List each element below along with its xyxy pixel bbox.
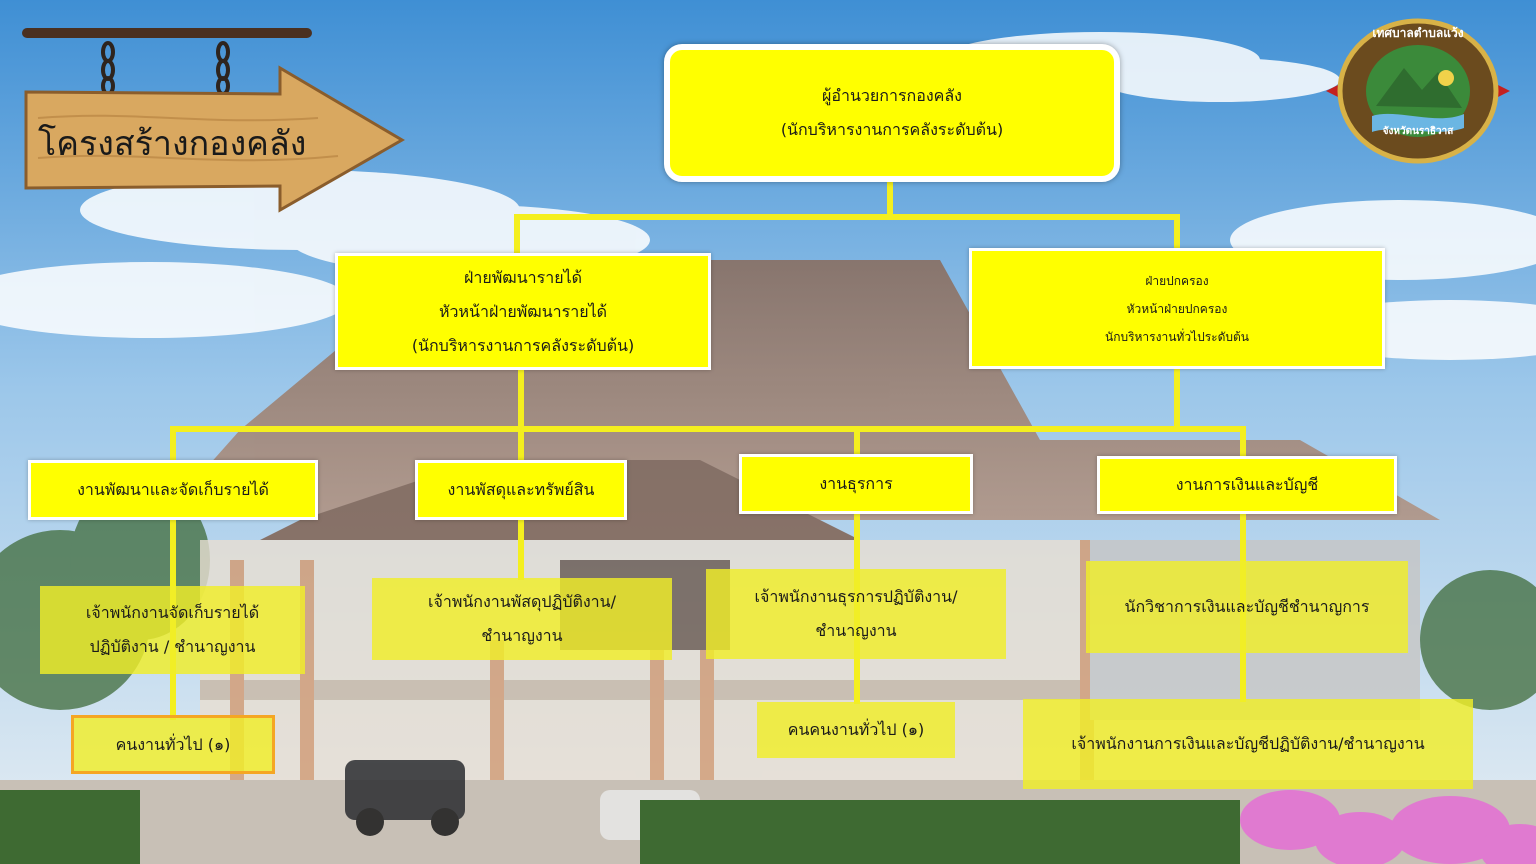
municipality-emblem-icon <box>1326 18 1510 164</box>
worker-revenue-label: คนงานทั่วไป (๑) <box>115 734 231 754</box>
clerical-officer-box: เจ้าพนักงานธุรการปฏิบัติงาน/ ชำนาญงาน <box>706 569 1006 659</box>
worker-clerical-box: คนคนงานทั่วไป (๑) <box>757 702 955 758</box>
finance-analyst-title: นักวิชาการเงินและบัญชีชำนาญการ <box>1124 597 1370 616</box>
unit-supply-assets-label: งานพัสดุและทรัพย์สิน <box>447 480 595 499</box>
director-position: (นักบริหารงานการคลังระดับต้น) <box>780 120 1004 139</box>
unit-revenue-collection: งานพัฒนาและจัดเก็บรายได้ <box>28 460 318 520</box>
revenue-officer-title: เจ้าพนักงานจัดเก็บรายได้ <box>85 603 260 622</box>
connector-to-admin-division <box>1174 214 1180 256</box>
admin-division-name: ฝ่ายปกครอง <box>1145 273 1209 288</box>
revenue-officer-level: ปฏิบัติงาน / ชำนาญงาน <box>89 637 256 656</box>
unit-clerical: งานธุรการ <box>739 454 973 514</box>
chains <box>101 41 230 96</box>
finance-analyst-box: นักวิชาการเงินและบัญชีชำนาญการ <box>1086 561 1408 653</box>
connector-director-down <box>887 178 893 218</box>
finance-officer-title: เจ้าพนักงานการเงินและบัญชีปฏิบัติงาน/ชำน… <box>1071 734 1425 753</box>
revenue-division-head: หัวหน้าฝ่ายพัฒนารายได้ <box>438 301 608 321</box>
revenue-division-box: ฝ่ายพัฒนารายได้ หัวหน้าฝ่ายพัฒนารายได้ (… <box>335 253 711 370</box>
supply-officer-title: เจ้าพนักงานพัสดุปฏิบัติงาน/ <box>427 592 616 611</box>
admin-division-box: ฝ่ายปกครอง หัวหน้าฝ่ายปกครอง นักบริหารงา… <box>969 248 1385 369</box>
admin-division-position: นักบริหารงานทั่วไประดับต้น <box>1104 329 1250 344</box>
supply-officer-level: ชำนาญงาน <box>481 626 563 645</box>
revenue-division-position: (นักบริหารงานการคลังระดับต้น) <box>411 335 635 355</box>
clerical-officer-title: เจ้าพนักงานธุรการปฏิบัติงาน/ <box>754 587 958 606</box>
unit-clerical-label: งานธุรการ <box>819 474 893 493</box>
unit-finance-accounting-label: งานการเงินและบัญชี <box>1175 475 1319 494</box>
connector-to-revenue-division <box>514 214 520 256</box>
emblem-bottom-text: จังหวัดนราธิวาส <box>1382 126 1454 137</box>
connector-unit3-down <box>854 426 860 704</box>
unit-finance-accounting: งานการเงินและบัญชี <box>1097 456 1397 514</box>
admin-division-head: หัวหน้าฝ่ายปกครอง <box>1126 301 1228 316</box>
unit-revenue-collection-label: งานพัฒนาและจัดเก็บรายได้ <box>77 480 269 499</box>
director-box: ผู้อำนวยการกองคลัง (นักบริหารงานการคลังร… <box>664 44 1120 182</box>
hanging-bar <box>22 28 312 38</box>
worker-clerical-label: คนคนงานทั่วไป (๑) <box>787 720 925 739</box>
hedge <box>0 790 1240 864</box>
connector-admin-division-down <box>1174 368 1180 430</box>
page-title: โครงสร้างกองคลัง <box>38 124 307 164</box>
finance-officer-box: เจ้าพนักงานการเงินและบัญชีปฏิบัติงาน/ชำน… <box>1023 699 1473 789</box>
director-title: ผู้อำนวยการกองคลัง <box>822 86 962 105</box>
connector-units-horizontal <box>170 426 1246 432</box>
revenue-officer-box: เจ้าพนักงานจัดเก็บรายได้ ปฏิบัติงาน / ชำ… <box>40 586 305 674</box>
connector-unit1-down <box>170 426 176 720</box>
flowers <box>1240 790 1536 864</box>
supply-officer-box: เจ้าพนักงานพัสดุปฏิบัติงาน/ ชำนาญงาน <box>372 578 672 660</box>
arrow-board <box>24 65 405 213</box>
wooden-arrow-sign <box>22 28 405 213</box>
emblem-top-text: เทศบาลตำบลแว้ง <box>1372 26 1464 40</box>
unit-supply-assets: งานพัสดุและทรัพย์สิน <box>415 460 627 520</box>
clerical-officer-level: ชำนาญงาน <box>815 621 897 640</box>
connector-top-horizontal <box>514 214 1180 220</box>
revenue-division-name: ฝ่ายพัฒนารายได้ <box>463 267 583 287</box>
worker-revenue-box: คนงานทั่วไป (๑) <box>71 715 275 774</box>
